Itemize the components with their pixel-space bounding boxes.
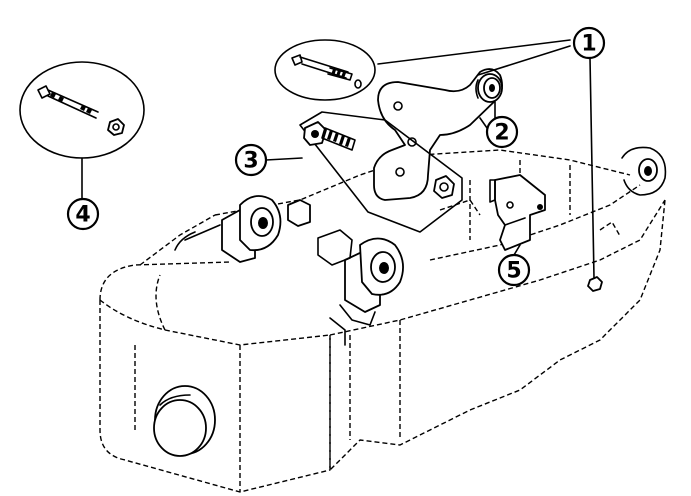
callout-1: 1	[572, 26, 606, 60]
callout-4: 4	[66, 197, 100, 231]
bolt-nut-detail-outline	[299, 111, 463, 233]
long-bolt-detail-circle	[19, 61, 145, 159]
callout-5-label: 5	[506, 259, 521, 284]
leader-lines	[81, 39, 595, 279]
callout-1-label: 1	[581, 32, 596, 57]
callout-2-label: 2	[494, 121, 509, 146]
callout-5: 5	[497, 253, 531, 287]
callout-2: 2	[485, 115, 519, 149]
engine-block-outline	[99, 146, 667, 493]
callout-3: 3	[234, 143, 268, 177]
left-mount-bracket	[174, 195, 311, 263]
callout-4-label: 4	[75, 203, 90, 228]
bolt-detail-circle	[274, 39, 376, 101]
pulley	[153, 385, 216, 457]
right-mount-bracket	[317, 229, 404, 346]
engine-mount-plate	[373, 68, 503, 201]
small-bracket	[489, 174, 546, 251]
small-nut	[587, 276, 603, 292]
callout-3-label: 3	[243, 149, 258, 174]
